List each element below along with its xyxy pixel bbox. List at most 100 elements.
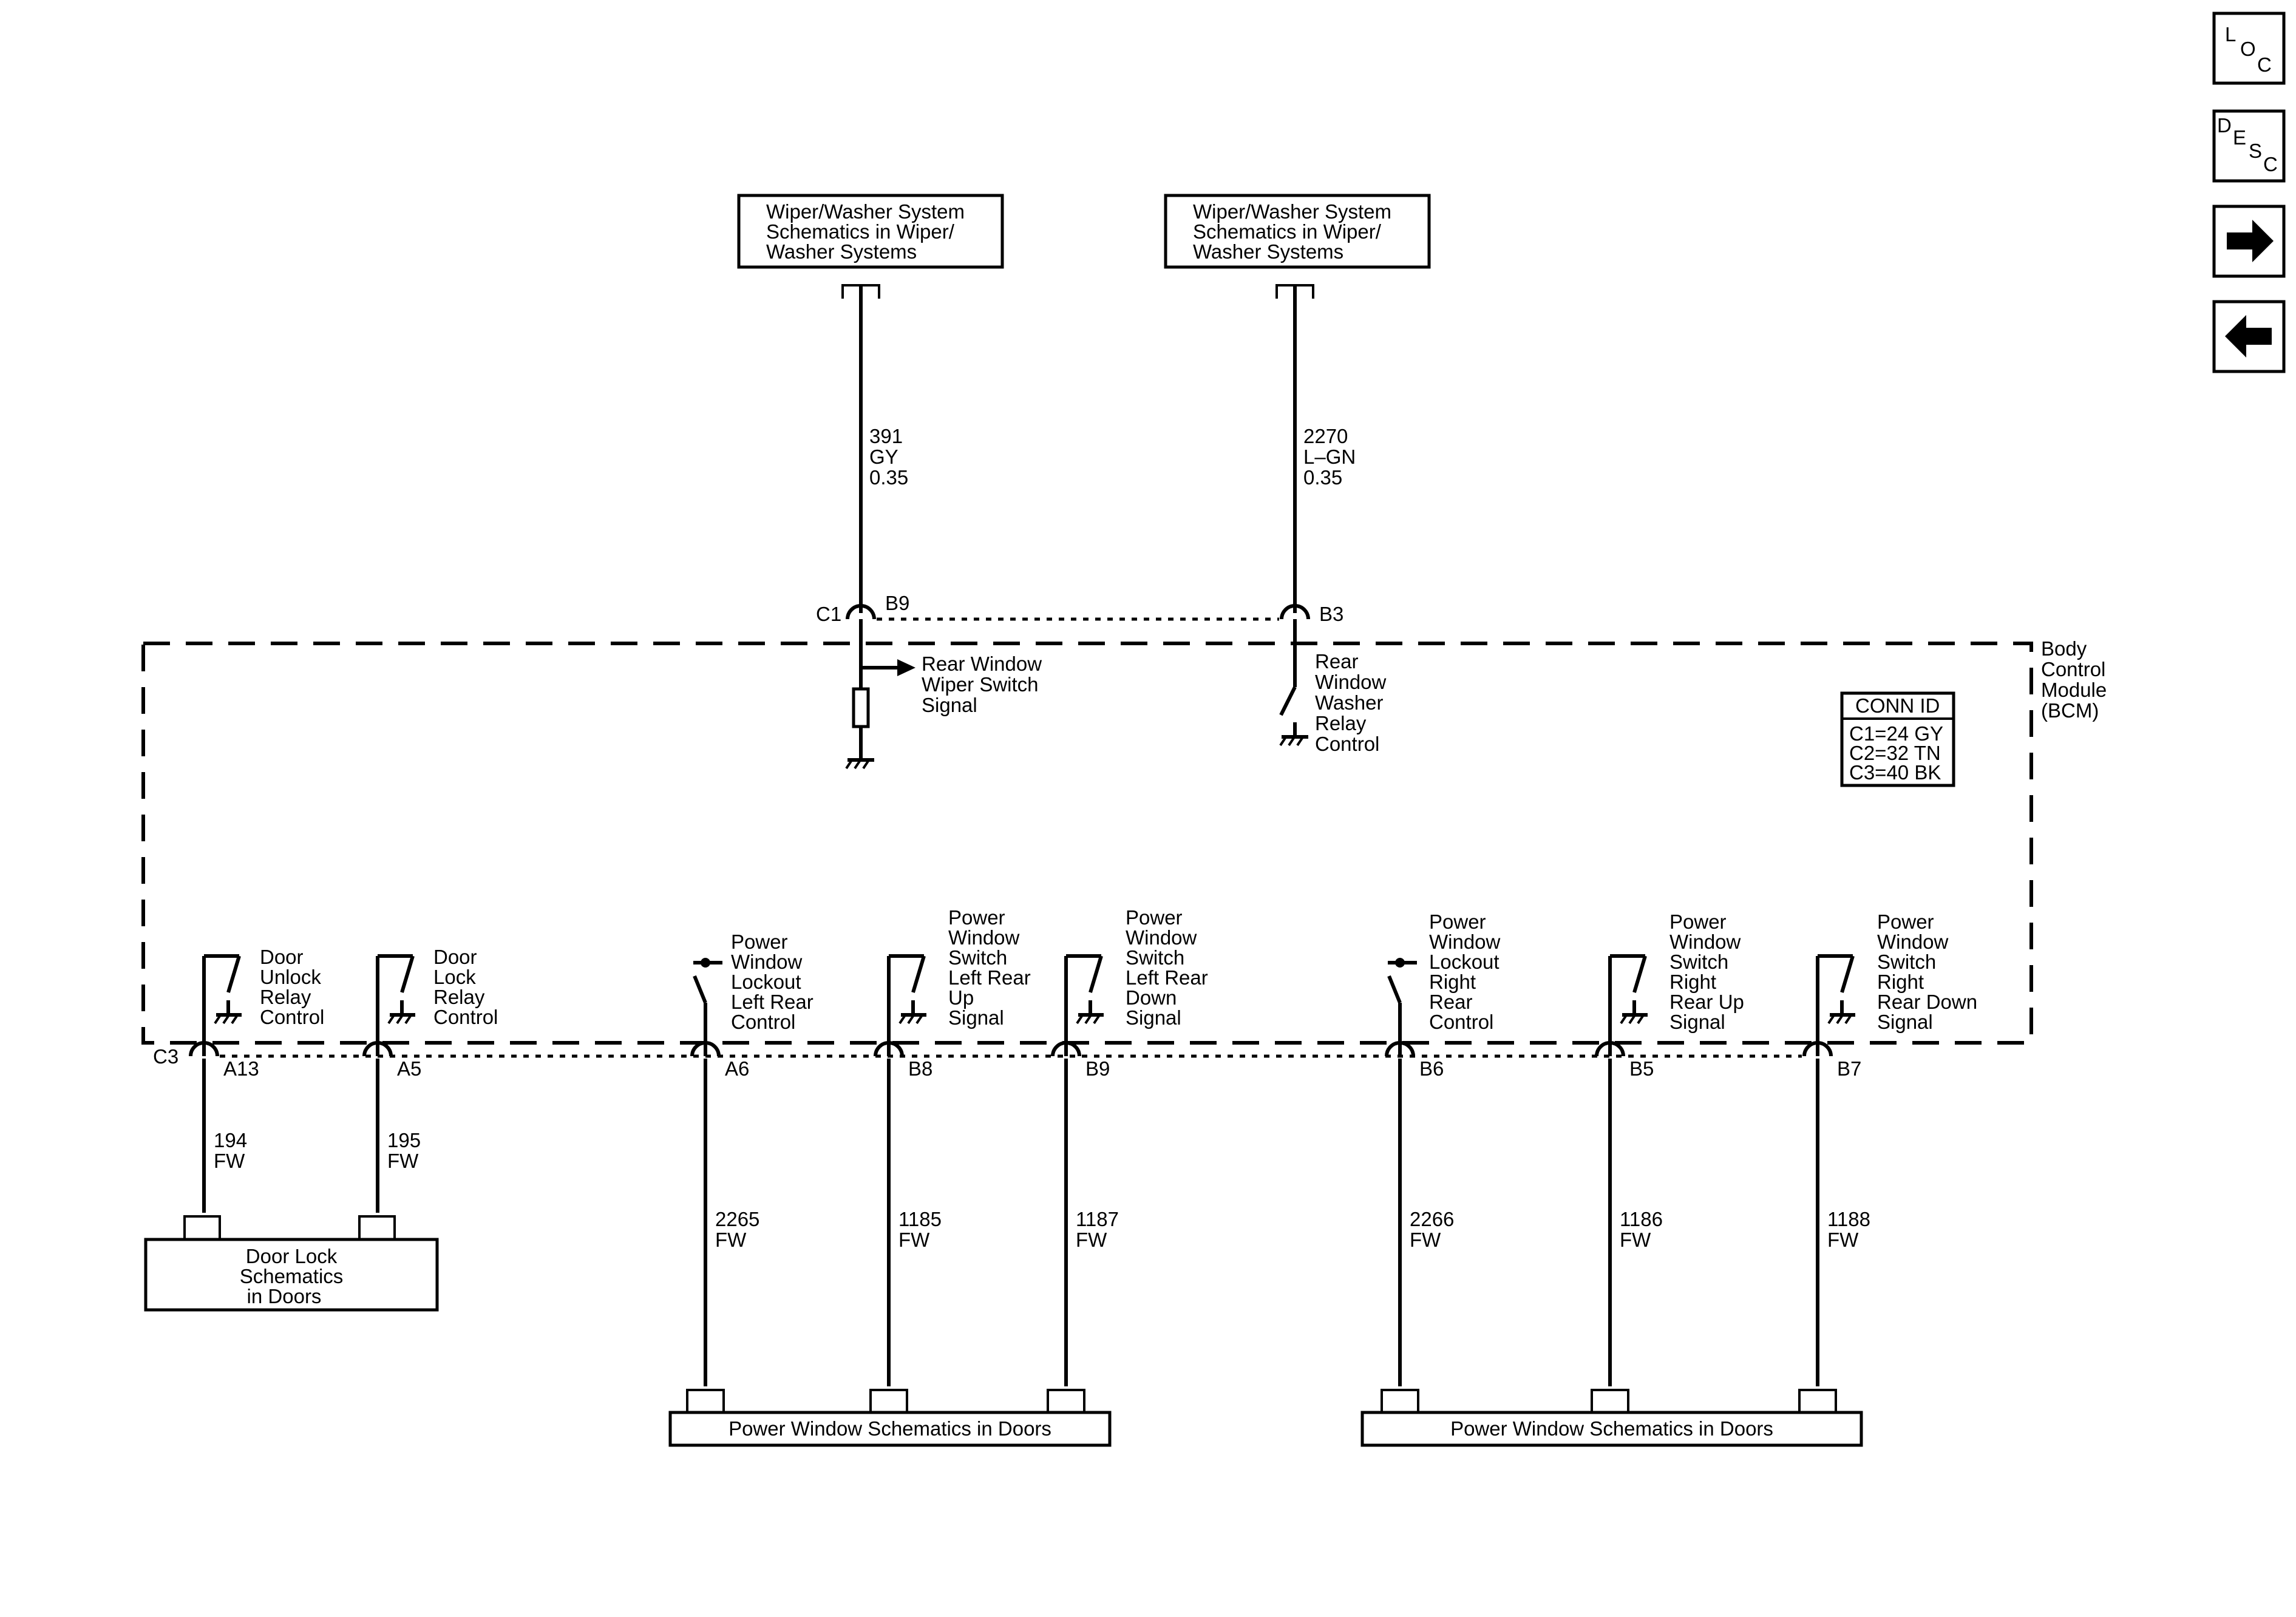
circuit-label: Power [1669, 910, 1727, 933]
circuit-label: Left Rear [1126, 966, 1208, 989]
bcm-name: Module [2041, 679, 2107, 701]
door-lock-ref[interactable]: Door Lock Schematics in Doors [144, 1215, 439, 1312]
conn-id-row: C1=24 GY [1849, 722, 1943, 745]
conn-id-row: C3=40 BK [1849, 761, 1941, 784]
ref-text: in Doors [247, 1285, 322, 1307]
ground-icon [1827, 1000, 1855, 1025]
junction-dot [1395, 958, 1405, 968]
resistor-icon [852, 687, 870, 728]
circuit-label: Switch [1877, 951, 1936, 973]
wire-label: 1185 [898, 1208, 942, 1230]
circuit-label: Right [1877, 971, 1924, 993]
wire-label: 391 [869, 425, 903, 447]
circuit-label: Relay [260, 986, 311, 1008]
switch-contact [1840, 955, 1855, 993]
pin-label: A13 [223, 1057, 259, 1080]
terminal [869, 1389, 908, 1412]
loc-letter: L [2225, 23, 2236, 46]
circuit-label: Control [1429, 1011, 1493, 1033]
circuit-label: Lockout [1429, 951, 1500, 973]
pin-label: A5 [397, 1057, 421, 1080]
ref-text: Washer Systems [1193, 240, 1343, 263]
signal-label: Wiper Switch [922, 673, 1039, 696]
pin-label: B8 [908, 1057, 932, 1080]
circuit-label: Window [948, 926, 1020, 949]
power-window-ref-left[interactable]: Power Window Schematics in Doors [668, 1411, 1112, 1447]
switch-contact [693, 975, 707, 1004]
power-window-ref-right[interactable]: Power Window Schematics in Doors [1360, 1411, 1863, 1447]
ref-text: Power Window Schematics in Doors [1450, 1417, 1773, 1440]
circuit-label: Right [1669, 971, 1716, 993]
pin-label: B7 [1837, 1057, 1861, 1080]
signal-label: Signal [922, 694, 977, 716]
desc-letter: C [2263, 153, 2278, 175]
connector-pin [1280, 604, 1310, 620]
loc-letter: O [2240, 38, 2256, 60]
pin-label: B3 [1319, 603, 1343, 625]
previous-page-button[interactable] [2212, 300, 2286, 373]
wire-label: FW [715, 1229, 747, 1251]
wire-label: 1186 [1620, 1208, 1663, 1230]
conn-id-title: CONN ID [1855, 694, 1940, 717]
circuit-label: Power [1877, 910, 1934, 933]
loc-letter: C [2257, 53, 2272, 76]
wire-label: FW [214, 1150, 245, 1172]
switch-contact [911, 955, 926, 993]
wiper-washer-ref-right[interactable]: Wiper/Washer System Schematics in Wiper/… [1164, 194, 1431, 269]
ground-icon [1620, 1000, 1648, 1025]
bcm-name: (BCM) [2041, 699, 2099, 722]
wire-label: GY [869, 446, 898, 468]
terminal [1381, 1389, 1419, 1412]
loc-button[interactable]: L O C [2212, 12, 2286, 85]
pin-label: B5 [1629, 1057, 1654, 1080]
conn-id-row: C2=32 TN [1849, 742, 1941, 764]
circuit-group: DoorUnlockRelayControlA13194FWDoorLockRe… [189, 906, 1977, 1412]
terminal [1798, 1389, 1837, 1412]
signal-label: Relay [1315, 712, 1367, 734]
circuit-label: Switch [1669, 951, 1728, 973]
circuit-label: Window [1126, 926, 1197, 949]
junction-dot [701, 958, 710, 968]
terminal [183, 1215, 221, 1239]
circuit-label: Down [1126, 986, 1177, 1009]
wiper-washer-ref-left[interactable]: Wiper/Washer System Schematics in Wiper/… [737, 194, 1004, 269]
circuit-label: Control [260, 1006, 324, 1028]
wire-label: FW [387, 1150, 419, 1172]
circuit-label: Power [731, 931, 788, 953]
circuit-label: Window [1429, 931, 1501, 953]
desc-button[interactable]: D E S C [2212, 109, 2286, 183]
next-page-button[interactable] [2212, 205, 2286, 278]
circuit-label: Lockout [731, 971, 801, 993]
circuit-b6: PowerWindowLockoutRightRearControlB62266… [1381, 910, 1501, 1412]
pin-label: B9 [1085, 1057, 1110, 1080]
wire-label: 2266 [1410, 1208, 1454, 1230]
arrow-right-icon [2227, 220, 2274, 262]
wire-label: 1188 [1827, 1208, 1870, 1230]
circuit-label: Control [731, 1011, 795, 1033]
circuit-label: Unlock [260, 966, 321, 988]
circuit-label: Rear Down [1877, 991, 1977, 1013]
wire-label: 2265 [715, 1208, 759, 1230]
circuit-label: Lock [433, 966, 476, 988]
wire-label: 0.35 [869, 466, 908, 489]
signal-label: Window [1315, 671, 1387, 693]
switch-contact [1387, 975, 1402, 1004]
wire-label: 194 [214, 1129, 247, 1151]
pin-label: B9 [885, 592, 909, 614]
circuit-label: Signal [1126, 1006, 1181, 1029]
switch-contact [226, 955, 241, 993]
circuit-label: Signal [1877, 1011, 1933, 1033]
signal-label: Rear [1315, 650, 1359, 673]
circuit-label: Signal [948, 1006, 1004, 1029]
arrow-left-icon [2225, 315, 2272, 358]
ground-icon [898, 1000, 926, 1025]
ref-text: Schematics in Wiper/ [1193, 220, 1382, 243]
switch-contact [1089, 955, 1103, 993]
desc-letter: S [2249, 140, 2262, 162]
